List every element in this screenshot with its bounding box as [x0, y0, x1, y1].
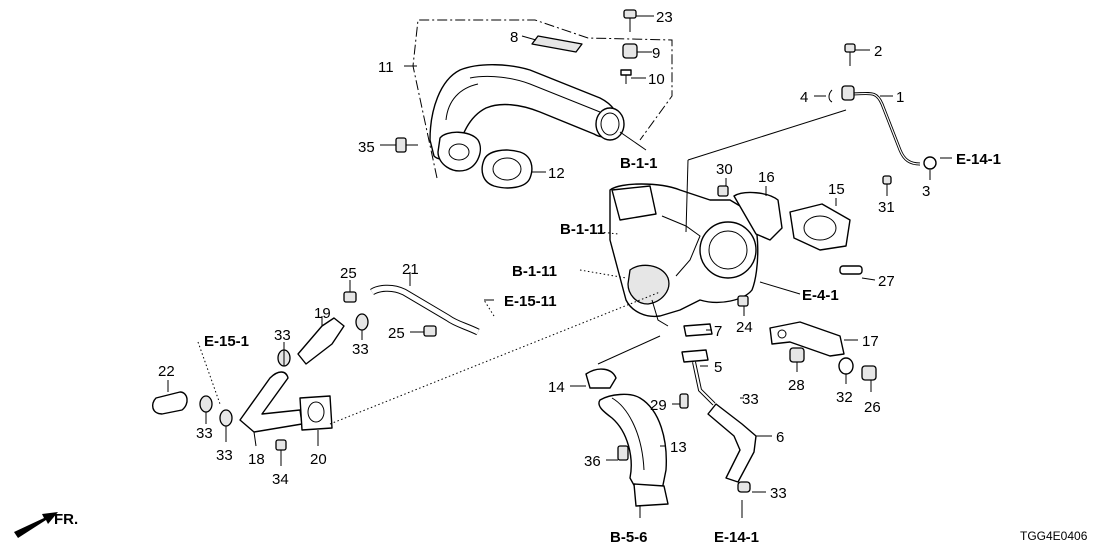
water-hose-13: [570, 335, 669, 518]
part-label-35: 35: [358, 139, 375, 156]
part-label-25-upper: 25: [340, 265, 357, 282]
ref-e-14-1-bottom: E-14-1: [714, 529, 759, 546]
part-label-29: 29: [650, 397, 667, 414]
part-label-7: 7: [714, 323, 722, 340]
front-direction-arrow: [14, 512, 58, 538]
part-label-19: 19: [314, 305, 331, 322]
part-label-30: 30: [716, 161, 733, 178]
ref-b-5-6: B-5-6: [610, 529, 648, 546]
bracket-17: [769, 321, 877, 392]
part-label-1: 1: [896, 89, 904, 106]
ref-e-4-1: E-4-1: [802, 287, 839, 304]
intake-pipe-assembly: [380, 9, 673, 189]
bolt-23: [623, 9, 637, 32]
part-label-5: 5: [714, 359, 722, 376]
part-label-25-lower: 25: [388, 325, 405, 342]
throttle-body-housing: [579, 109, 876, 327]
water-pipe-1: [814, 43, 952, 196]
part-label-28: 28: [788, 377, 805, 394]
part-label-8: 8: [510, 29, 518, 46]
bolt-35: [395, 137, 418, 153]
label-sticker-8: [531, 35, 583, 53]
part-label-22: 22: [158, 363, 175, 380]
part-label-33-b: 33: [352, 341, 369, 358]
ref-e-14-1-right: E-14-1: [956, 151, 1001, 168]
part-label-33-a: 33: [274, 327, 291, 344]
front-indicator-label: FR.: [54, 511, 78, 528]
part-label-9: 9: [652, 45, 660, 62]
part-label-23: 23: [656, 9, 673, 26]
assembly-frame: [412, 19, 673, 179]
left-hose-group: [151, 272, 661, 466]
part-label-15: 15: [828, 181, 845, 198]
part-label-11: 11: [378, 59, 394, 76]
ref-b-1-11-upper: B-1-11: [560, 221, 605, 238]
part-label-33-f: 33: [770, 485, 787, 502]
grommet-9: [622, 43, 638, 59]
part-label-21: 21: [402, 261, 419, 278]
part-label-12: 12: [548, 165, 565, 182]
part-label-36: 36: [584, 453, 601, 470]
part-label-3: 3: [922, 183, 930, 200]
ref-b-1-11-lower: B-1-11: [512, 263, 557, 280]
part-label-13: 13: [670, 439, 687, 456]
part-label-26: 26: [864, 399, 881, 416]
part-label-18: 18: [248, 451, 265, 468]
part-label-20: 20: [310, 451, 327, 468]
part-label-14: 14: [548, 379, 565, 396]
gasket-12: [481, 149, 533, 189]
part-label-2: 2: [874, 43, 882, 60]
part-label-6: 6: [776, 429, 784, 446]
part-label-17: 17: [862, 333, 879, 350]
ref-b-1-1: B-1-1: [620, 155, 658, 172]
part-label-4: 4: [800, 89, 808, 106]
part-label-33-d: 33: [216, 447, 233, 464]
part-label-33-e: 33: [742, 391, 759, 408]
ref-e-15-1: E-15-1: [204, 333, 249, 350]
water-hose-5-6: [672, 323, 772, 518]
part-label-27: 27: [878, 273, 895, 290]
reference-labels: B-1-1 B-1-11 B-1-11 E-4-1 E-14-1 E-14-1 …: [54, 151, 1001, 546]
part-label-32: 32: [836, 389, 853, 406]
ref-e-15-11: E-15-11: [504, 293, 557, 310]
part-label-10: 10: [648, 71, 665, 88]
part-number-labels: 1 2 3 4 5 6 7 8 9 10 11 12 13 14 15 16 1…: [158, 9, 930, 502]
part-label-34: 34: [272, 471, 289, 488]
part-label-16: 16: [758, 169, 775, 186]
part-label-33-c: 33: [196, 425, 213, 442]
diagram-code: TGG4E0406: [1020, 529, 1088, 543]
part-label-31: 31: [878, 199, 895, 216]
pin-10: [620, 69, 632, 84]
part-label-24: 24: [736, 319, 753, 336]
